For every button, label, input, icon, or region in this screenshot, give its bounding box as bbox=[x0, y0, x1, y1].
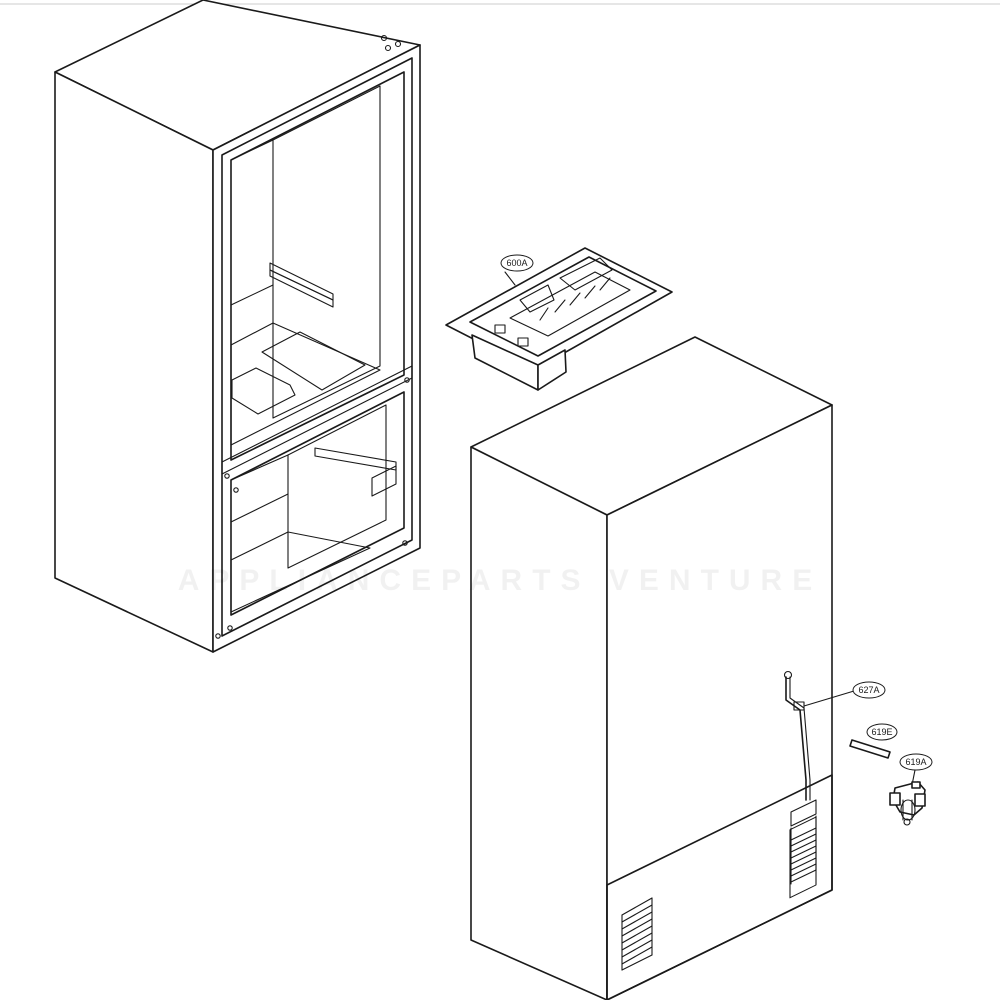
ice-bin bbox=[509, 271, 631, 337]
callout-627A-label: 627A bbox=[858, 685, 879, 695]
screw-hole bbox=[384, 44, 392, 52]
upper-back-wall bbox=[272, 85, 381, 419]
part-627A-water-tube[interactable]: 627A bbox=[783, 670, 886, 801]
cabinet-front-frame bbox=[212, 44, 421, 653]
cabinet-front bbox=[54, 0, 421, 653]
callout-627A bbox=[852, 681, 886, 699]
compressor-cover bbox=[606, 774, 833, 1000]
frame-inner-outline bbox=[221, 57, 413, 637]
callout-619E-label: 619E bbox=[871, 727, 892, 737]
part-619E-strip[interactable]: 619E bbox=[849, 723, 898, 759]
screw-hole bbox=[380, 34, 388, 42]
callout-600A bbox=[500, 254, 534, 272]
part-600A-ice-tray[interactable]: 600A bbox=[445, 247, 673, 391]
callout-619A-label: 619A bbox=[905, 757, 926, 767]
callout-600A-label: 600A bbox=[506, 258, 527, 268]
callout-leader bbox=[803, 690, 855, 707]
cabinet-rear bbox=[470, 336, 833, 1000]
callout-leader bbox=[504, 271, 516, 286]
part-619A-water-valve[interactable]: 619A bbox=[889, 753, 933, 826]
callout-619E bbox=[866, 723, 898, 741]
lower-back-wall bbox=[287, 404, 387, 569]
side-vent bbox=[621, 897, 653, 971]
callout-619A bbox=[899, 753, 933, 771]
rear-side-face bbox=[470, 446, 608, 1000]
watermark: APPLIANCEPARTS VENTURE bbox=[178, 564, 822, 597]
middle-divider bbox=[221, 365, 413, 475]
strip-bracket bbox=[849, 739, 891, 759]
rear-vent bbox=[789, 799, 817, 899]
upper-floor bbox=[230, 322, 381, 446]
screw-hole bbox=[394, 40, 402, 48]
